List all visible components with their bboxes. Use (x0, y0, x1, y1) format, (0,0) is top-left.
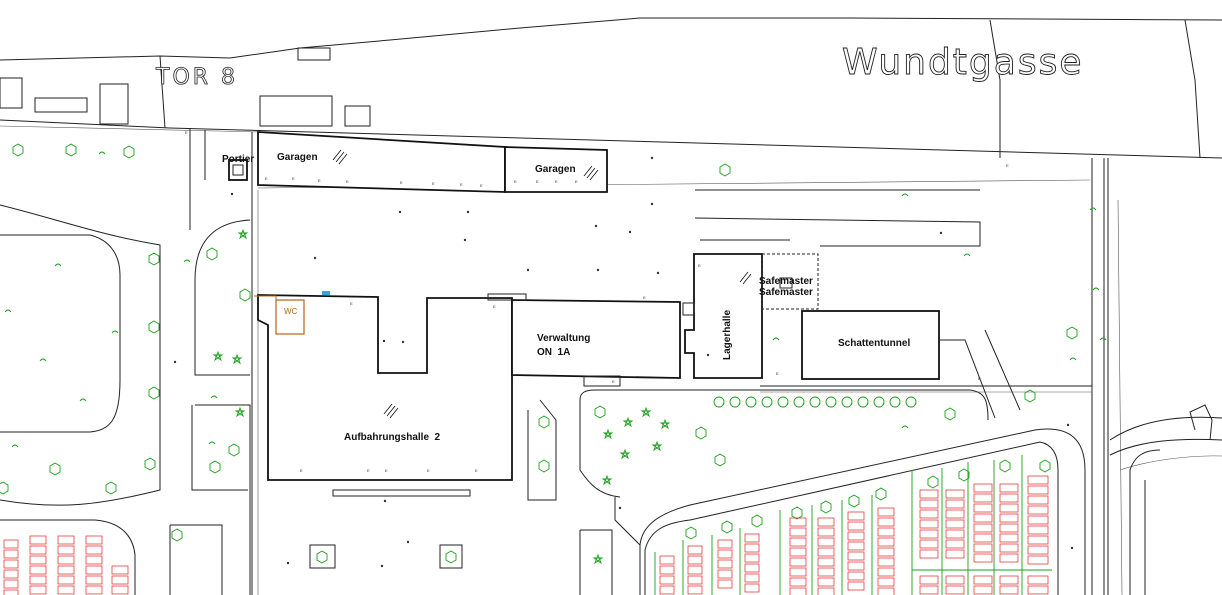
garagen-2-building[interactable] (504, 146, 608, 193)
verwaltung-building[interactable] (511, 299, 681, 379)
verwaltung-label: Verwaltung (537, 333, 590, 344)
portier-label: Portier (222, 154, 254, 165)
lagerhalle-label: Lagerhalle (722, 310, 733, 360)
svg-text:E: E (265, 176, 268, 181)
svg-text:E: E (493, 304, 496, 309)
hatch-symbols (332, 149, 752, 419)
svg-text:E: E (612, 379, 615, 384)
wc-label: WC (284, 307, 298, 316)
svg-text:E: E (698, 263, 701, 268)
buildings (228, 131, 940, 497)
vegetation (0, 143, 1107, 565)
garagen-1-label: Garagen (277, 152, 318, 163)
svg-text:E: E (185, 130, 188, 135)
aufbahrungshalle-label: Aufbahrungshalle 2 (344, 432, 441, 443)
street-name-label: Wundtgasse (842, 42, 1083, 83)
aufbahrungshalle-building[interactable] (257, 294, 513, 481)
schattentunnel-building[interactable] (801, 310, 940, 380)
svg-text:E: E (776, 371, 779, 376)
svg-text:E: E (432, 181, 435, 186)
verwaltung-number-label: ON 1A (537, 347, 570, 358)
schattentunnel-label: Schattentunnel (838, 338, 910, 349)
svg-text:E: E (385, 468, 388, 473)
svg-text:E: E (536, 179, 539, 184)
safemaster-label-1: Safemaster (759, 276, 813, 287)
road-outlines (0, 17, 1222, 595)
svg-text:E: E (475, 468, 478, 473)
svg-text:E: E (575, 179, 578, 184)
svg-text:E: E (480, 183, 483, 188)
grave-plots-left (3, 535, 129, 595)
svg-text:E: E (400, 180, 403, 185)
svg-text:E: E (460, 182, 463, 187)
svg-text:E: E (643, 295, 646, 300)
safemaster-building[interactable] (761, 253, 819, 310)
svg-text:E: E (1006, 163, 1009, 168)
survey-marks: E E E E E E E E E E E E E E E E E E E E E E E E E E (173, 130, 1074, 568)
svg-text:E: E (514, 179, 517, 184)
gate-label: TOR 8 (155, 65, 238, 90)
svg-text:E: E (346, 179, 349, 184)
svg-text:E: E (350, 301, 353, 306)
svg-text:E: E (367, 468, 370, 473)
svg-text:E: E (318, 178, 321, 183)
svg-text:E: E (555, 179, 558, 184)
garagen-2-label: Garagen (535, 164, 576, 175)
svg-text:E: E (978, 376, 981, 381)
svg-text:E: E (292, 176, 295, 181)
safemaster-label-2: Safemaster (759, 287, 813, 298)
svg-text:E: E (427, 468, 430, 473)
building-labels: Portier Garagen Garagen WC Verwaltung ON… (222, 152, 910, 443)
svg-text:E: E (300, 468, 303, 473)
site-paths (0, 128, 1092, 595)
grave-plots-right (654, 455, 1052, 595)
